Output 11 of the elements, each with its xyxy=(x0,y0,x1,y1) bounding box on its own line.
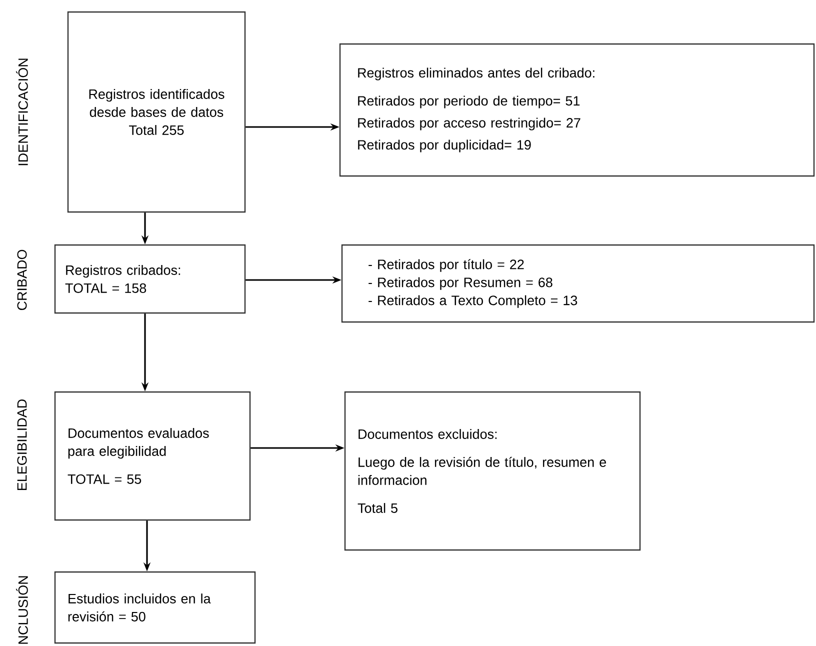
process-box: - Retirados por título = 22 - Retirados por Resumen = 68 - Retirados a Texto Completo = 13 xyxy=(341,244,815,323)
process-box: Registros eliminados antes del cribado: Retirados por periodo de tiempo= 51 Retirados por acceso restringido= 27 Retirados por duplicidad= 19 xyxy=(339,43,815,177)
process-box: Documentos excluidos: Luego de la revisión de título, resumen e informacion Total 5 xyxy=(344,391,641,551)
process-box: Estudios incluidos en la revisión = 50 xyxy=(54,571,256,644)
process-box: Documentos evaluados para elegibilidad TOTAL = 55 xyxy=(54,391,251,521)
stage-label: ELEGIBILIDAD xyxy=(17,400,27,490)
stage-label: NCLUSIÓN xyxy=(16,576,28,644)
stage-label: CRIBADO xyxy=(17,250,27,310)
stage-label: IDENTIFICACIÓN xyxy=(16,58,28,166)
process-box: Registros cribados: TOTAL = 158 xyxy=(54,244,246,314)
process-box: Registros identificados desde bases de datos Total 255 xyxy=(67,11,246,213)
